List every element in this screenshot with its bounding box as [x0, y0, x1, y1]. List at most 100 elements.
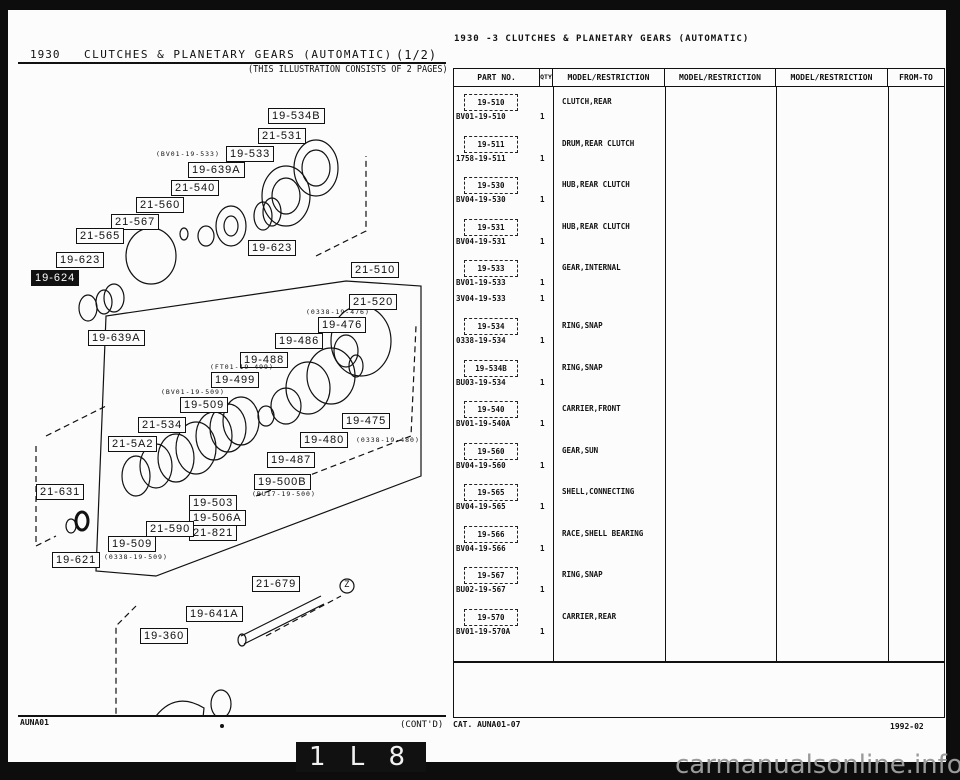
part-label[interactable]: 19-360 [140, 628, 189, 644]
part-hub [175, 421, 217, 475]
quantity: 1 [540, 294, 545, 303]
part-number[interactable]: BV04-19-531 [456, 236, 506, 246]
callout-z [339, 578, 355, 594]
part-label[interactable]: 21-590 [146, 521, 195, 537]
part-snap-ring [179, 227, 189, 241]
part-label[interactable]: 21-679 [252, 576, 301, 592]
part-label[interactable]: 19-509 [180, 397, 229, 413]
part-label[interactable]: 19-623 [248, 240, 297, 256]
part-label[interactable]: 19-623 [56, 252, 105, 268]
part-label[interactable]: 19-533 [226, 146, 275, 162]
reference-number: 19-531 [464, 218, 518, 236]
part-label[interactable]: 19-486 [275, 333, 324, 349]
part-label[interactable]: 19-500B [254, 474, 311, 490]
column-header: FROM-TO [899, 73, 933, 82]
quantity: 1 [540, 112, 545, 121]
part-label[interactable]: 19-487 [267, 452, 316, 468]
reference-number: 19-511 [464, 135, 518, 153]
part-description: RACE,SHELL BEARING [562, 528, 644, 538]
reference-number: 19-565 [464, 484, 518, 501]
part-label[interactable]: 21-631 [36, 484, 85, 500]
part-label[interactable]: 21-531 [258, 128, 307, 144]
part-description: HUB,REAR CLUTCH [562, 180, 630, 189]
film-marker: 1 L 8 [296, 742, 426, 772]
part-number[interactable]: 1758-19-511 [456, 153, 506, 163]
part-label[interactable]: 21-567 [111, 214, 160, 230]
catalog-page: 1930 CLUTCHES & PLANETARY GEARS (AUTOMAT… [8, 10, 946, 762]
guide-line [265, 595, 342, 637]
quantity: 1 [540, 460, 545, 470]
part-label[interactable]: 19-509 [108, 536, 157, 552]
reference-number: 19-533 [464, 260, 518, 277]
part-note: (0338-19-480) [356, 436, 420, 444]
part-label[interactable]: 21-560 [136, 197, 185, 213]
part-thrust-washer [253, 201, 273, 231]
part-description: GEAR,INTERNAL [562, 263, 621, 272]
part-label[interactable]: 19-621 [52, 552, 101, 568]
part-label[interactable]: 19-639A [188, 162, 245, 178]
part-label[interactable]: 21-510 [351, 262, 400, 278]
part-label[interactable]: 21-540 [171, 180, 220, 196]
part-carrier [215, 205, 247, 247]
part-description: RING,SNAP [562, 321, 603, 330]
section-code: 1930 [30, 48, 61, 61]
part-number[interactable]: BU02-19-567 [456, 585, 506, 594]
catalog-number: CAT. AUNA01-07 [453, 720, 521, 729]
part-number[interactable]: BV04-19-565 [456, 502, 506, 511]
reference-number: 19-534B [464, 359, 518, 377]
part-number[interactable]: 3V04-19-533 [456, 294, 506, 303]
part-label[interactable]: 21-821 [189, 525, 238, 541]
footer-rule [18, 715, 446, 717]
reference-number: 19-534 [464, 318, 518, 335]
part-label[interactable]: 19-480 [300, 432, 349, 448]
exploded-diagram: 19-534B 21-531 19-533 19-639A 21-540 21-… [16, 76, 452, 716]
guide-line [35, 446, 57, 547]
part-label[interactable]: 19-641A [186, 606, 243, 622]
table-header: PART NO. QTY MODEL/RESTRICTION MODEL/RES… [454, 69, 944, 87]
column-header: MODEL/RESTRICTION [776, 69, 888, 86]
part-label[interactable]: 19-506A [189, 510, 246, 526]
quantity: 1 [540, 195, 545, 204]
part-label[interactable]: 19-476 [318, 317, 367, 333]
part-label[interactable]: 21-534 [138, 417, 187, 433]
quantity: 1 [540, 377, 545, 387]
part-description: SHELL,CONNECTING [562, 487, 635, 496]
quantity: 1 [540, 153, 545, 163]
column-header: MODEL/RESTRICTION [665, 69, 776, 86]
part-number[interactable]: 0338-19-534 [456, 336, 506, 345]
part-number[interactable]: BV04-19-566 [456, 543, 506, 553]
part-label[interactable]: 19-534B [268, 108, 325, 124]
part-label[interactable]: 19-624 [31, 270, 80, 286]
part-number[interactable]: BV01-19-510 [456, 112, 506, 121]
part-label[interactable]: 19-639A [88, 330, 145, 346]
part-label[interactable]: 21-565 [76, 228, 125, 244]
part-label[interactable]: 21-5A2 [108, 436, 158, 452]
part-label[interactable]: 19-499 [211, 372, 260, 388]
column-divider [665, 86, 667, 661]
guide-line [315, 156, 367, 257]
part-label[interactable]: 21-520 [349, 294, 398, 310]
illustration-note: (THIS ILLUSTRATION CONSISTS OF 2 PAGES) [248, 64, 448, 75]
column-divider [553, 86, 555, 661]
parts-table: PART NO. QTY MODEL/RESTRICTION MODEL/RES… [453, 68, 945, 718]
part-number[interactable]: BV01-19-570A [456, 626, 511, 636]
column-header: PART NO. [454, 69, 540, 86]
watermark: carmanualsonline.info [675, 750, 960, 780]
part-band [155, 700, 205, 716]
registration-dot [220, 724, 224, 728]
part-number[interactable]: BV01-19-533 [456, 278, 506, 287]
part-number[interactable]: BU03-19-534 [456, 377, 506, 387]
part-label[interactable]: 19-488 [240, 352, 289, 368]
part-seal [348, 354, 364, 378]
part-number[interactable]: BV04-19-530 [456, 195, 506, 204]
quantity: 1 [540, 543, 545, 553]
part-number[interactable]: BV04-19-560 [456, 460, 506, 470]
part-label[interactable]: 19-475 [342, 413, 391, 429]
part-label[interactable]: 19-503 [189, 495, 238, 511]
reference-number: 19-540 [464, 401, 518, 418]
part-internal-gear [261, 165, 311, 227]
part-race [78, 294, 98, 322]
quantity: 1 [540, 585, 545, 594]
column-divider [888, 86, 890, 661]
part-number[interactable]: BV01-19-540A [456, 419, 511, 428]
